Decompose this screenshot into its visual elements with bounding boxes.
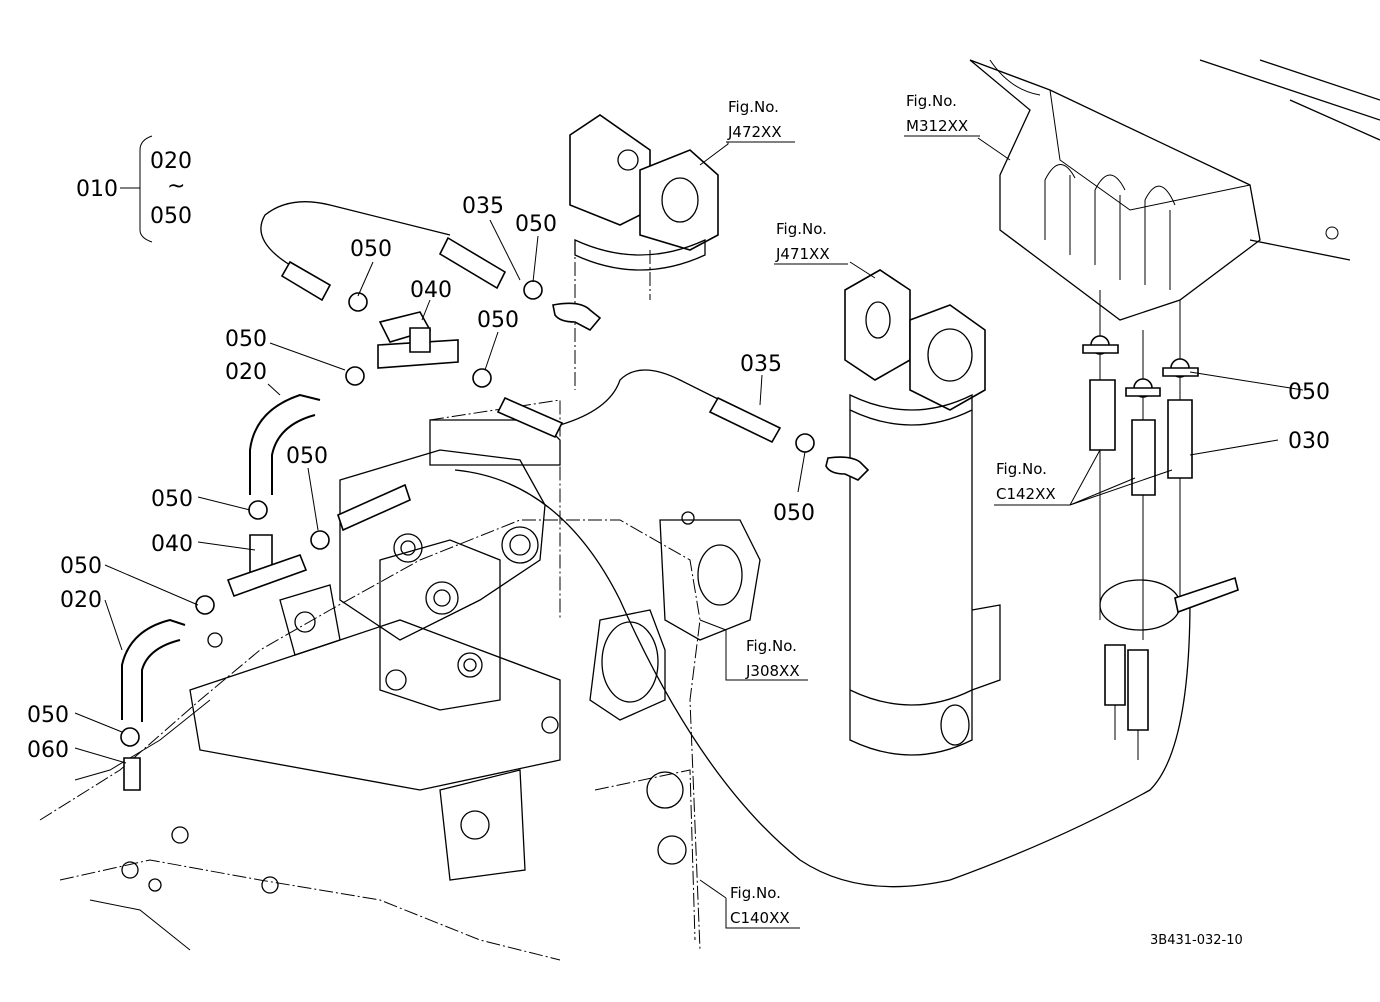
callout-050-f: 050 <box>286 444 328 469</box>
svg-text:J472XX: J472XX <box>727 123 782 141</box>
svg-text:Fig.No.: Fig.No. <box>776 220 827 238</box>
callout-035-b: 035 <box>740 352 782 377</box>
svg-text:J471XX: J471XX <box>775 245 830 263</box>
svg-text:J308XX: J308XX <box>745 662 800 680</box>
tee-fittings-and-clamps <box>120 280 1199 791</box>
callout-050-b: 050 <box>515 212 557 237</box>
drawing-code: 3B431-032-10 <box>1150 933 1243 948</box>
svg-text:M312XX: M312XX <box>906 117 968 135</box>
callout-050-e: 050 <box>773 501 815 526</box>
fig-ref-c140: Fig.No. C140XX <box>725 884 800 929</box>
lift-cylinder-left <box>569 114 719 271</box>
leader-lines <box>74 137 1304 899</box>
callout-050-i: 050 <box>27 703 69 728</box>
svg-text:C140XX: C140XX <box>730 909 790 927</box>
frame-bracket <box>969 59 1380 321</box>
callout-050-h: 050 <box>60 554 102 579</box>
part-callouts: 050 035 050 040 050 050 020 035 050 050 … <box>27 194 1330 763</box>
fig-ref-j308: Fig.No. J308XX <box>725 630 808 681</box>
lift-cylinder-right <box>844 269 1001 756</box>
svg-text:C142XX: C142XX <box>996 485 1056 503</box>
hose-routing <box>260 201 1239 888</box>
callout-020-b: 020 <box>60 588 102 613</box>
callout-040-b: 040 <box>151 532 193 557</box>
callout-050-j: 050 <box>1288 380 1330 405</box>
control-valve-block <box>121 419 761 894</box>
fig-ref-c142: Fig.No. C142XX <box>994 460 1070 506</box>
callout-050-c: 050 <box>225 327 267 352</box>
group-from-label: 020 <box>150 149 192 174</box>
callout-035-a: 035 <box>462 194 504 219</box>
svg-text:Fig.No.: Fig.No. <box>906 92 957 110</box>
fig-ref-m312: Fig.No. M312XX <box>904 92 980 137</box>
svg-text:Fig.No.: Fig.No. <box>728 98 779 116</box>
group-main-label: 010 <box>76 177 118 202</box>
svg-text:Fig.No.: Fig.No. <box>746 637 797 655</box>
callout-020-a: 020 <box>225 360 267 385</box>
figure-references: Fig.No. J472XX Fig.No. J471XX Fig.No. M3… <box>725 92 1070 929</box>
callout-050-a: 050 <box>350 237 392 262</box>
group-to-label: 050 <box>150 204 192 229</box>
callout-050-d: 050 <box>477 308 519 333</box>
svg-text:Fig.No.: Fig.No. <box>996 460 1047 478</box>
fig-ref-j471: Fig.No. J471XX <box>774 220 848 265</box>
callout-030: 030 <box>1288 429 1330 454</box>
svg-text:Fig.No.: Fig.No. <box>730 884 781 902</box>
callout-050-g: 050 <box>151 487 193 512</box>
assembly-group-label: 010 020 ~ 050 <box>76 135 192 243</box>
group-tilde: ~ <box>167 174 185 199</box>
callout-060: 060 <box>27 738 69 763</box>
fig-ref-j472: Fig.No. J472XX <box>726 98 795 143</box>
transmission-housing-outline <box>39 240 701 961</box>
callout-040-a: 040 <box>410 278 452 303</box>
